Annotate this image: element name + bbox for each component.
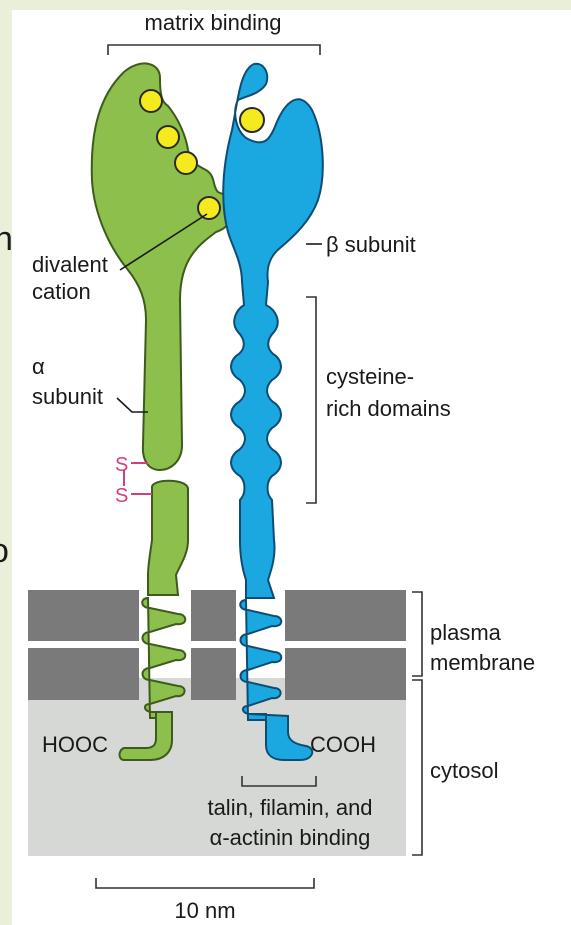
divalent-label: divalent (32, 252, 108, 277)
cation-2 (157, 126, 179, 148)
talin-label-line1: talin, filamin, and (207, 795, 372, 820)
cation-label: cation (32, 279, 91, 304)
beta-subunit-label: β subunit (326, 232, 416, 257)
talin-label-line2: α-actinin binding (210, 825, 371, 850)
edge-glyph-o: o (0, 532, 9, 570)
hooc-label: HOOC (42, 732, 108, 757)
scale-label: 10 nm (174, 898, 235, 923)
cation-beta (240, 108, 264, 132)
sulfur-bottom-label: S (115, 485, 128, 507)
cation-4 (198, 197, 220, 219)
cysteine-label: cysteine- (326, 364, 414, 389)
alpha-subunit-label: subunit (32, 384, 103, 409)
top-edge-strip (0, 0, 571, 10)
sulfur-top-label: S (115, 454, 128, 476)
cytosol-label: cytosol (430, 758, 498, 783)
cation-1 (140, 90, 162, 112)
left-edge-strip (0, 0, 12, 925)
alpha-symbol-label: α (32, 354, 45, 379)
cation-3 (175, 152, 197, 174)
plasma-label: plasma (430, 620, 502, 645)
edge-glyph-n: n (0, 220, 13, 258)
matrix-binding-label: matrix binding (145, 10, 282, 35)
membrane-label: membrane (430, 650, 535, 675)
rich-domains-label: rich domains (326, 396, 451, 421)
cooh-label: COOH (310, 732, 376, 757)
